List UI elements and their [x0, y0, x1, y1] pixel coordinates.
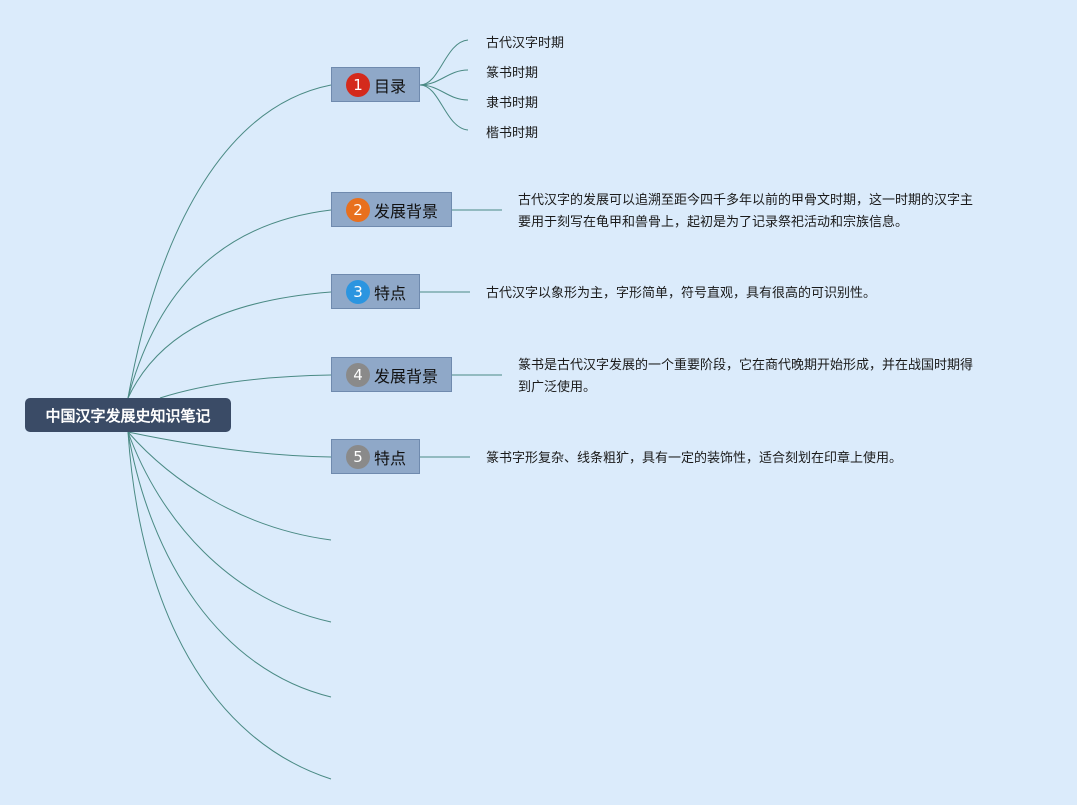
connector-root-branch-4 [159, 374, 332, 399]
connector-root-branch-5 [127, 431, 332, 458]
branch-label-5: 特点 [374, 448, 407, 468]
toc-item-1[interactable]: 古代汉字时期 [486, 36, 565, 51]
connector-root-empty-3 [127, 431, 332, 698]
branch-node-4[interactable]: 4 发展背景 [331, 357, 452, 392]
connector-root-empty-4 [127, 431, 332, 780]
branch-label-4: 发展背景 [374, 366, 439, 386]
description-1[interactable]: 古代汉字的发展可以追溯至距今四千多年以前的甲骨文时期，这一时期的汉字主 要用于刻… [518, 190, 973, 234]
description-4[interactable]: 篆书字形复杂、线条粗犷，具有一定的装饰性，适合刻划在印章上使用。 [486, 448, 902, 470]
connector-root-empty-1 [127, 431, 332, 541]
number-badge-5: 5 [346, 444, 370, 469]
description-2[interactable]: 古代汉字以象形为主，字形简单，符号直观，具有很高的可识别性。 [486, 283, 876, 305]
branch-label-3: 特点 [374, 283, 407, 303]
description-3-line-2: 到广泛使用。 [518, 380, 597, 395]
root-node[interactable]: 中国汉字发展史知识笔记 [25, 398, 231, 432]
branch-label-1: 目录 [374, 76, 407, 96]
connector-toc-1 [419, 39, 469, 86]
toc-item-3[interactable]: 隶书时期 [486, 96, 539, 111]
branch-node-2[interactable]: 2 发展背景 [331, 192, 452, 227]
branch-node-5[interactable]: 5 特点 [331, 439, 420, 474]
number-badge-2: 2 [346, 197, 370, 222]
connector-toc-2 [419, 69, 469, 86]
description-3-line-1: 篆书是古代汉字发展的一个重要阶段，它在商代晚期开始形成，并在战国时期得 [518, 358, 974, 373]
branch-node-3[interactable]: 3 特点 [331, 274, 420, 309]
description-3[interactable]: 篆书是古代汉字发展的一个重要阶段，它在商代晚期开始形成，并在战国时期得 到广泛使… [518, 355, 973, 399]
description-4-line-1: 篆书字形复杂、线条粗犷，具有一定的装饰性，适合刻划在印章上使用。 [486, 451, 903, 466]
connector-toc-4 [419, 84, 469, 131]
number-badge-3: 3 [346, 279, 370, 304]
connector-root-empty-2 [127, 431, 332, 623]
branch-label-2: 发展背景 [374, 201, 439, 221]
number-badge-1: 1 [346, 72, 370, 97]
toc-item-2[interactable]: 篆书时期 [486, 66, 539, 81]
connector-root-branch-2 [127, 209, 332, 399]
connector-root-branch-1 [127, 84, 332, 399]
connector-root-branch-3 [127, 291, 332, 399]
description-1-line-1: 古代汉字的发展可以追溯至距今四千多年以前的甲骨文时期，这一时期的汉字主 [518, 193, 974, 208]
number-badge-4: 4 [346, 362, 370, 387]
root-title: 中国汉字发展史知识笔记 [45, 406, 211, 425]
description-1-line-2: 要用于刻写在龟甲和兽骨上，起初是为了记录祭祀活动和宗族信息。 [518, 215, 909, 230]
branch-node-1[interactable]: 1 目录 [331, 67, 420, 102]
toc-item-4[interactable]: 楷书时期 [486, 126, 539, 141]
description-2-line-1: 古代汉字以象形为主，字形简单，符号直观，具有很高的可识别性。 [486, 286, 877, 301]
